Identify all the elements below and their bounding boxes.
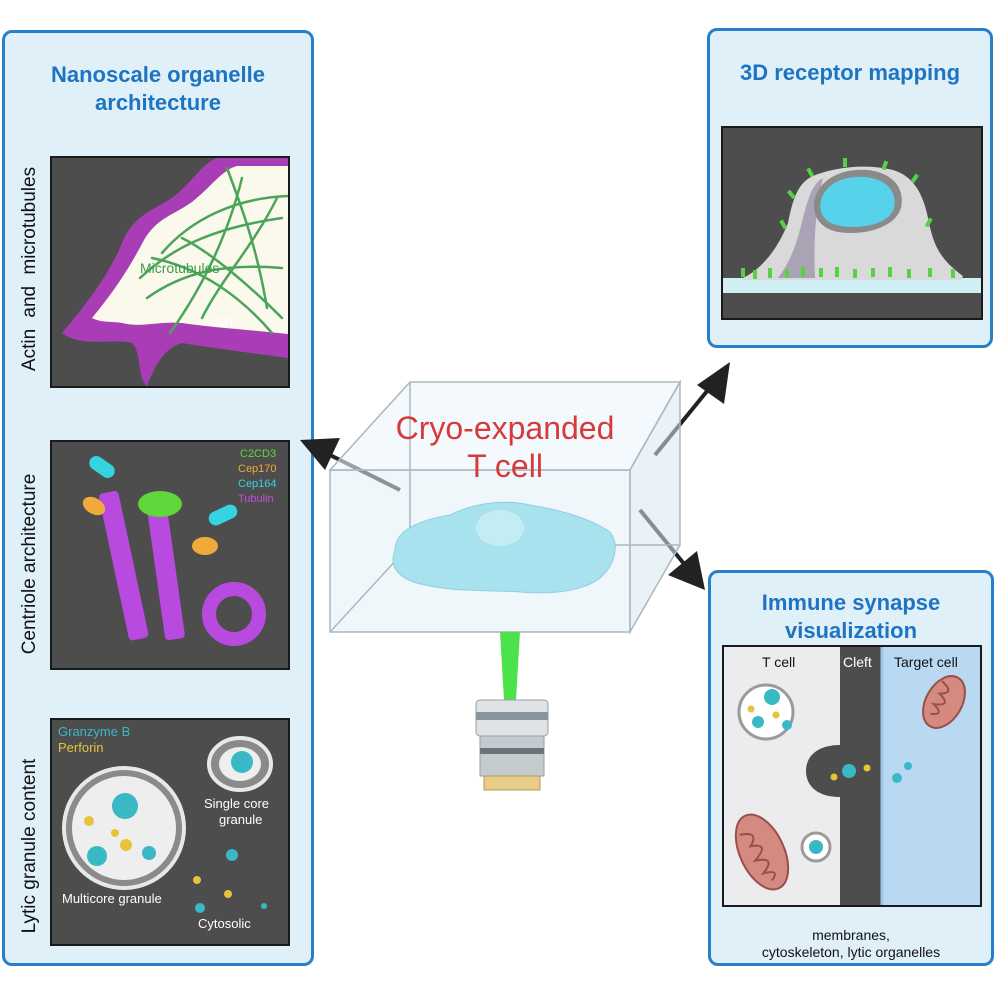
cep170-marker-2 <box>192 537 218 555</box>
legend-perforin: Perforin <box>58 740 104 755</box>
receptor-mapping-illustration <box>723 158 981 318</box>
immune-synapse-illustration: T cell Cleft Target cell <box>724 647 980 905</box>
label-single-core: Single core <box>204 796 269 811</box>
receptor-mapping-title: 3D receptor mapping <box>739 60 961 85</box>
multicore-granzyme-2 <box>87 846 107 866</box>
label-single-core-granule: granule <box>219 812 262 827</box>
lytic-granule-illustration: Granzyme B Perforin Single core granule … <box>58 724 273 931</box>
cytosolic-granzyme-2 <box>195 903 205 913</box>
multicore-perforin-3 <box>111 829 119 837</box>
t-cell-shadow <box>778 178 823 278</box>
substrate <box>723 278 981 293</box>
objective-lens <box>475 699 549 791</box>
actin-microtubules-image: Microtubules Actin <box>50 156 290 388</box>
side-label-centriole: Centriole architecture <box>19 473 40 655</box>
label-actin: Actin <box>204 314 233 329</box>
panel-title-line1: Nanoscale organelle <box>51 62 265 87</box>
synapse-caption-line2: cytoskeleton, lytic organelles <box>761 944 941 960</box>
centriole-cross-section <box>202 582 266 646</box>
arrow-to-synapse-panel <box>638 508 705 590</box>
legend-cep170: Cep170 <box>238 463 277 475</box>
expanded-t-cell <box>392 501 616 594</box>
legend-cep164: Cep164 <box>238 478 277 490</box>
multicore-perforin-2 <box>120 839 132 851</box>
cytosolic-perforin-2 <box>224 890 232 898</box>
multicore-granule-inner <box>72 776 176 880</box>
centriole-image: C2CD3 Cep170 Cep164 Tubulin <box>50 440 290 670</box>
centriole-barrel-2 <box>145 494 185 641</box>
label-multicore-granule: Multicore granule <box>62 891 162 906</box>
receptor-markers <box>741 158 955 279</box>
multicore-perforin-1 <box>84 816 94 826</box>
legend-c2cd3: C2CD3 <box>240 448 276 460</box>
cleft-granzyme <box>842 764 856 778</box>
label-t-cell: T cell <box>762 654 795 670</box>
cleft-region <box>806 647 882 905</box>
centriole-illustration: C2CD3 Cep170 Cep164 Tubulin <box>82 448 277 646</box>
lytic-granule-image: Granzyme B Perforin Single core granule … <box>50 718 290 946</box>
cep170-marker-1 <box>82 496 106 516</box>
legend-tubulin: Tubulin <box>238 493 274 505</box>
label-cleft: Cleft <box>843 654 872 670</box>
cep164-marker-1 <box>89 455 115 479</box>
panel-title-line2: architecture <box>95 90 221 115</box>
side-label-lytic-granule: Lytic granule content <box>19 758 40 934</box>
label-microtubules: Microtubules <box>140 260 219 276</box>
label-target-cell: Target cell <box>894 654 958 670</box>
target-granzyme-2 <box>904 762 912 770</box>
c2cd3-marker <box>138 491 182 517</box>
tcell-mitochondrion <box>734 813 790 891</box>
cytosolic-granzyme-3 <box>261 903 267 909</box>
legend-granzyme-b: Granzyme B <box>58 724 130 739</box>
multicore-granzyme-3 <box>142 846 156 860</box>
centriole-barrel-1 <box>99 490 149 641</box>
receptor-mapping-image <box>721 126 983 320</box>
immune-synapse-title-line1: Immune synapse <box>761 590 941 615</box>
target-granzyme-1 <box>892 773 902 783</box>
center-title-line1: Cryo-expanded <box>395 410 615 446</box>
microtubule-fibers <box>138 166 288 335</box>
nucleus-inner <box>820 176 895 227</box>
single-core-granzyme <box>231 751 253 773</box>
target-mitochondrion <box>922 675 966 729</box>
cleft-perforin-2 <box>863 764 871 772</box>
cytoplasm-region <box>92 166 288 334</box>
cytosolic-perforin-1 <box>193 876 201 884</box>
actin-microtubules-illustration: Microtubules Actin <box>62 158 288 386</box>
multicore-granzyme-1 <box>112 793 138 819</box>
excitation-beam <box>500 632 520 700</box>
center-title-line2: T cell <box>467 448 543 484</box>
cleft-perforin-1 <box>830 773 838 781</box>
cep164-marker-2 <box>208 504 238 526</box>
synapse-caption-line1: membranes, <box>812 927 890 943</box>
side-label-actin-microtubules: Actin and microtubules <box>19 166 40 372</box>
cytosolic-granzyme-1 <box>226 849 238 861</box>
immune-synapse-image: T cell Cleft Target cell <box>722 645 982 907</box>
immune-synapse-title-line2: visualization <box>784 618 918 643</box>
label-cytosolic: Cytosolic <box>198 916 251 931</box>
